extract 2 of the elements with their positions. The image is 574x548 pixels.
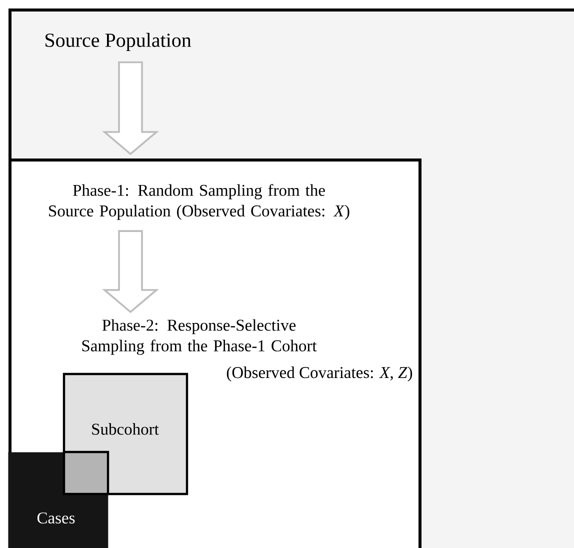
block-arrow	[102, 230, 159, 314]
block-arrow	[102, 61, 159, 156]
